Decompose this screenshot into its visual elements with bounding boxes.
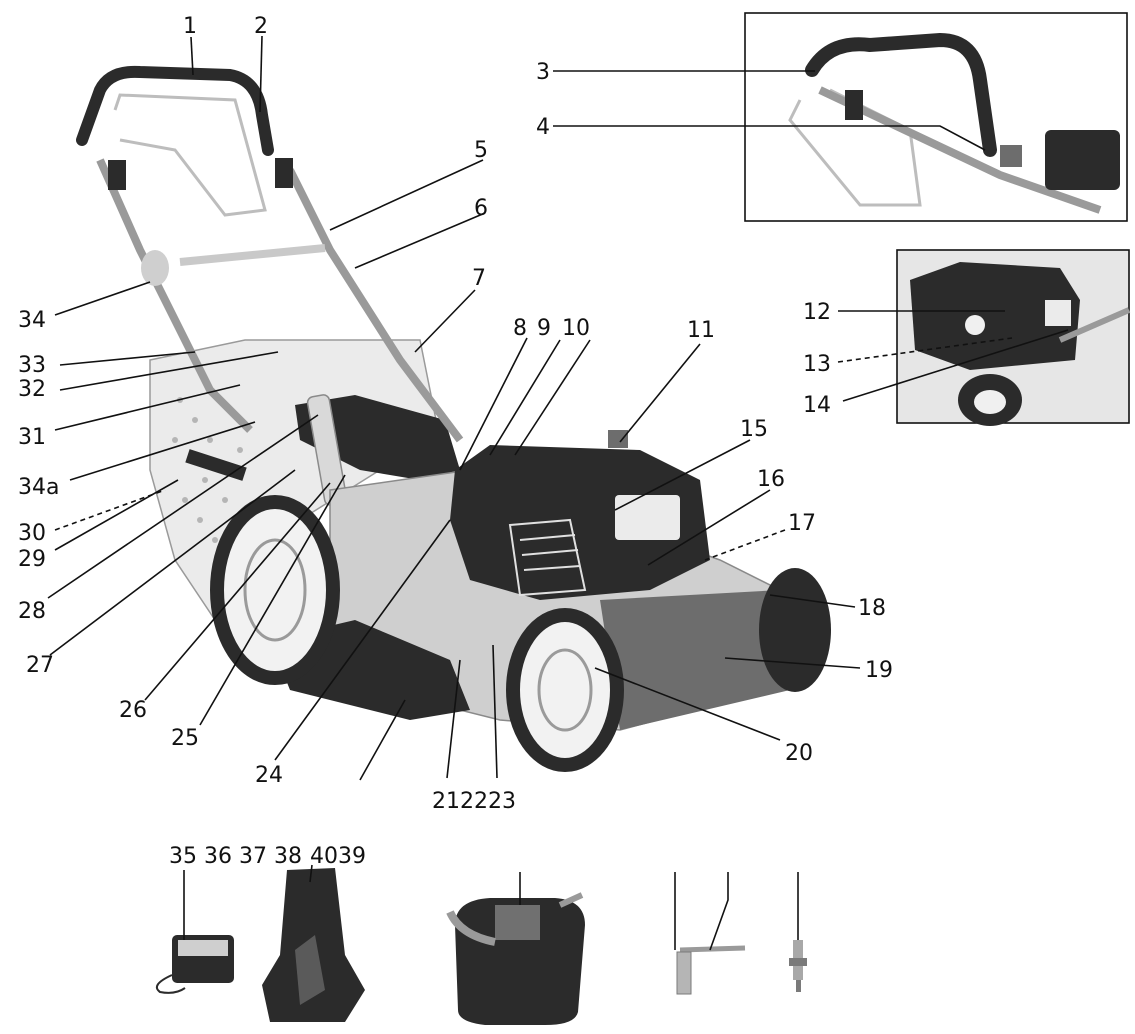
label-15: 15 <box>740 417 768 442</box>
label-29: 29 <box>18 547 46 572</box>
accessory-mulch-insert <box>262 868 365 1022</box>
label-35: 35 <box>169 844 197 869</box>
label-9: 9 <box>537 316 551 341</box>
handle-clamp-right <box>275 158 293 188</box>
label-17: 17 <box>788 511 816 536</box>
label-30: 30 <box>18 521 46 546</box>
label-32: 32 <box>18 377 46 402</box>
label-27: 27 <box>26 653 54 678</box>
label-7: 7 <box>472 266 486 291</box>
label-14: 14 <box>803 393 831 418</box>
leader-lines <box>47 35 1069 951</box>
label-24: 24 <box>255 763 283 788</box>
label-33: 33 <box>18 353 46 378</box>
accessory-charger <box>156 935 234 994</box>
accessory-spark-plug-wrench <box>676 945 746 995</box>
label-8: 8 <box>513 316 527 341</box>
label-40-39: 4039 <box>310 844 366 869</box>
label-6: 6 <box>474 196 488 221</box>
label-36: 36 <box>204 844 232 869</box>
label-13: 13 <box>803 352 831 377</box>
label-37: 37 <box>239 844 267 869</box>
label-38: 38 <box>274 844 302 869</box>
label-25: 25 <box>171 726 199 751</box>
label-16: 16 <box>757 467 785 492</box>
label-12: 12 <box>803 300 831 325</box>
label-18: 18 <box>858 596 886 621</box>
label-1: 1 <box>183 14 197 39</box>
label-5: 5 <box>474 138 488 163</box>
rear-wheel-left <box>210 495 340 685</box>
label-20: 20 <box>785 741 813 766</box>
label-31: 31 <box>18 425 46 450</box>
label-11: 11 <box>687 318 715 343</box>
label-28: 28 <box>18 599 46 624</box>
engine-cap <box>608 430 628 448</box>
front-wheel-left <box>506 608 624 772</box>
label-4: 4 <box>536 115 550 140</box>
handle-bar-upper <box>76 65 274 156</box>
inset-engine-detail <box>896 249 1131 426</box>
label-2: 2 <box>254 14 268 39</box>
engine-air-filter <box>615 495 680 540</box>
mower-illustration <box>76 65 831 772</box>
deck-skirt <box>600 590 790 730</box>
accessory-spark-plug <box>789 940 807 992</box>
handle-clamp-left <box>108 160 126 190</box>
inset-handle-detail <box>744 12 1128 222</box>
label-34: 34 <box>18 308 46 333</box>
part-labels: 1 2 5 6 7 8 9 10 11 15 16 17 18 19 20 21… <box>18 14 893 869</box>
accessory-fuel-canister <box>446 892 585 1025</box>
label-3: 3 <box>536 60 550 85</box>
handle-frame-left <box>96 158 253 433</box>
handle-frame-right <box>286 168 464 443</box>
label-21-22-23: 212223 <box>432 789 516 814</box>
safety-bail <box>113 93 267 217</box>
handle-crossbar <box>179 244 326 266</box>
label-10: 10 <box>562 316 590 341</box>
catcher-lid <box>295 395 460 480</box>
label-34a: 34a <box>18 475 59 500</box>
front-wheel-right <box>759 568 831 692</box>
label-19: 19 <box>865 658 893 683</box>
label-26: 26 <box>119 698 147 723</box>
handle-knob <box>141 250 169 286</box>
engine-recoil-grille <box>508 518 587 597</box>
